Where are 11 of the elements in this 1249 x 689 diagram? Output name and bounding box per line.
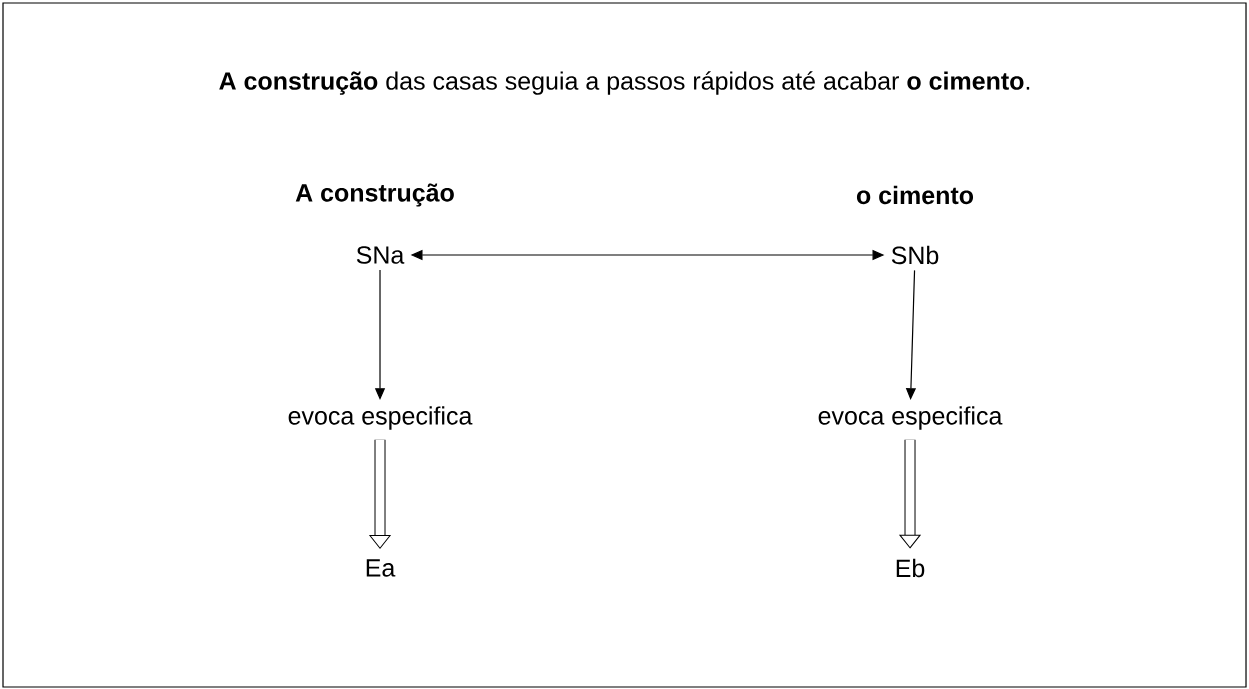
node-text: Eb — [896, 558, 925, 578]
node-text: evoca especifica — [288, 406, 473, 430]
heading: A construção — [295, 183, 454, 207]
arrow — [899, 439, 921, 549]
arrow — [369, 439, 391, 549]
node-text: evoca especifica — [818, 406, 1003, 430]
heading: o cimento — [856, 185, 974, 205]
node-text: SNb — [891, 245, 939, 265]
node-text: Ea — [366, 559, 396, 577]
sentence: A construção das casas seguia a passos rápidos até acabar o cimento. — [219, 71, 1030, 95]
node-text: SNa — [356, 246, 405, 264]
